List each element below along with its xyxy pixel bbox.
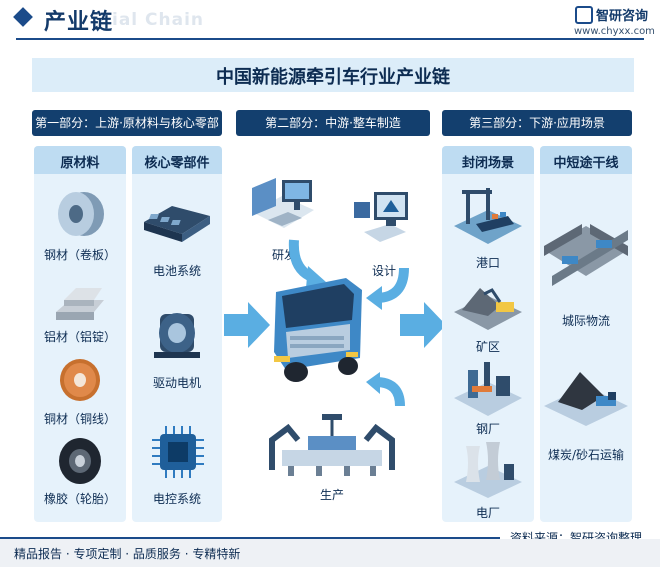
production-robot-line-icon: [262, 410, 402, 480]
rnd-blueprint-icon: [248, 176, 320, 242]
logo-name: 智研咨询: [596, 5, 648, 24]
drive-motor-icon: [150, 306, 206, 362]
control-chip-icon: [148, 424, 208, 480]
aluminum-ingot-icon: [50, 278, 110, 322]
closed-label-mine: 矿区: [438, 338, 538, 355]
battery-system-icon: [142, 200, 212, 246]
part-header-midstream: 第二部分：中游·整车制造: [236, 110, 430, 136]
electric-tractor-truck-icon: [268, 272, 372, 386]
steel-coil-icon: [52, 190, 108, 238]
steel-mill-icon: [452, 356, 524, 418]
material-label-rubber: 橡胶（轮胎）: [30, 490, 130, 507]
diagram-title: 中国新能源牵引车行业产业链: [32, 63, 634, 89]
port-icon: [452, 186, 524, 248]
component-label-controller: 电控系统: [127, 490, 227, 507]
tire-icon: [56, 436, 104, 486]
header-diamond-icon: [13, 7, 33, 27]
logo-icon: [575, 6, 593, 24]
mine-icon: [452, 276, 524, 334]
intercity-logistics-icon: [542, 206, 630, 298]
flow-arrow-upstream-icon: [222, 300, 272, 350]
component-label-motor: 驱动电机: [127, 374, 227, 391]
trunk-label-coal-sand: 煤炭/砂石运输: [536, 446, 636, 463]
logo-url: www.chyxx.com: [574, 26, 655, 37]
stage-label-production: 生产: [282, 486, 382, 503]
footer-slogan: 精品报告 · 专项定制 · 品质服务 · 专精特新: [14, 545, 240, 562]
power-plant-icon: [452, 438, 524, 500]
closed-label-port: 港口: [438, 254, 538, 271]
material-label-copper: 铜材（铜线）: [30, 410, 130, 427]
closed-label-power-plant: 电厂: [438, 504, 538, 521]
arrow-production-to-truck-icon: [366, 372, 406, 408]
copper-wire-icon: [56, 356, 104, 404]
trunk-scenarios-column: [540, 146, 632, 522]
closed-heading: 封闭场景: [442, 152, 534, 171]
trunk-heading: 中短途干线: [540, 152, 632, 171]
materials-heading: 原材料: [34, 152, 126, 171]
trunk-label-intercity: 城际物流: [536, 312, 636, 329]
part-header-downstream: 第三部分：下游·应用场景: [442, 110, 632, 136]
components-heading: 核心零部件: [132, 152, 222, 171]
closed-label-steel-mill: 钢厂: [438, 420, 538, 437]
page-title: 产业链: [44, 4, 113, 36]
header-divider: [16, 38, 644, 40]
material-label-aluminum: 铝材（铝锭）: [30, 328, 130, 345]
coal-sand-transport-icon: [542, 366, 630, 430]
part-header-upstream: 第一部分：上游·原材料与核心零部件: [32, 110, 222, 136]
header-watermark: ial Chain: [112, 10, 204, 30]
material-label-steel: 钢材（卷板）: [30, 246, 130, 263]
component-label-battery: 电池系统: [127, 262, 227, 279]
design-cad-icon: [350, 188, 414, 252]
